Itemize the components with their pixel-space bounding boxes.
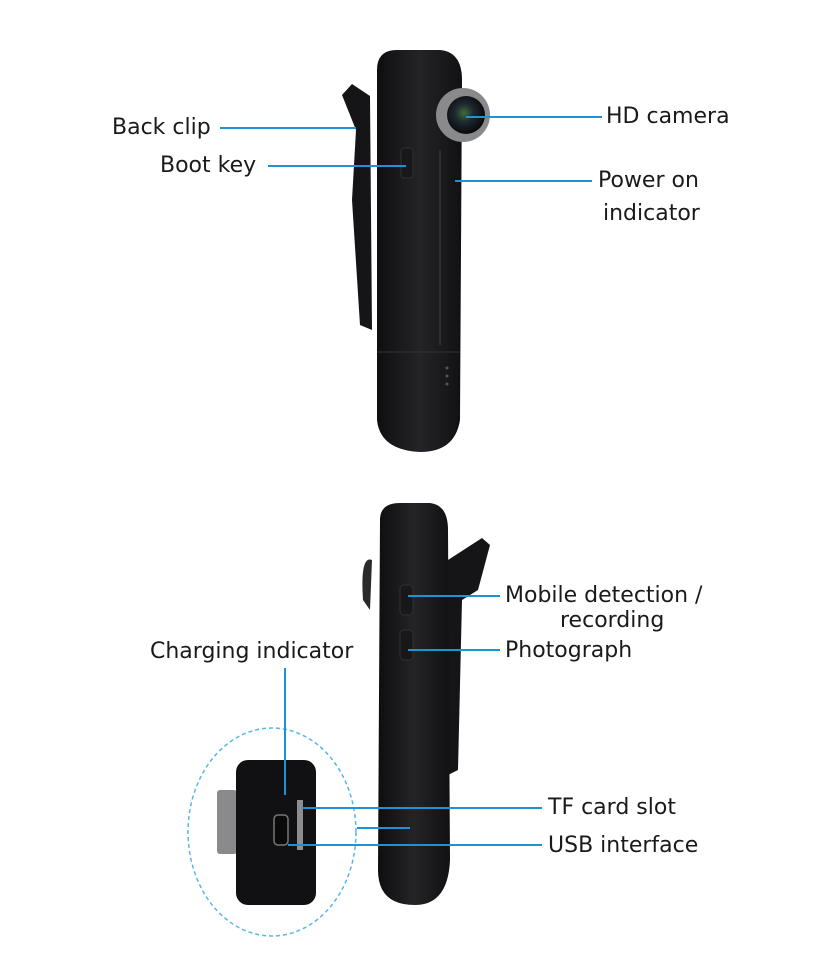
inset-magnifier [187,727,357,937]
label-back-clip: Back clip [112,115,211,140]
callout-lines [220,116,602,846]
top-device [342,50,490,452]
mobile-detection-button [399,584,414,616]
label-tf-card-slot: TF card slot [548,795,676,820]
hd-camera-lens [447,96,485,134]
label-hd-camera: HD camera [606,104,730,129]
boot-key-button [400,147,414,179]
label-boot-key: Boot key [160,153,257,178]
usb-port [273,814,289,846]
bottom-device [187,503,490,937]
label-usb-interface: USB interface [548,833,699,858]
label-photograph: Photograph [505,638,633,663]
tf-card-slot [297,800,303,850]
label-charging-indicator: Charging indicator [150,639,354,664]
label-power-on-line1: Power on [598,168,699,193]
back-clip [448,538,490,775]
photograph-button [399,629,414,661]
label-mobile-detection-line2: recording [560,608,665,633]
label-power-on-line2: indicator [603,201,700,226]
bottom-device-body [378,503,450,905]
back-clip [342,84,372,330]
label-mobile-detection-line1: Mobile detection / [505,583,703,608]
